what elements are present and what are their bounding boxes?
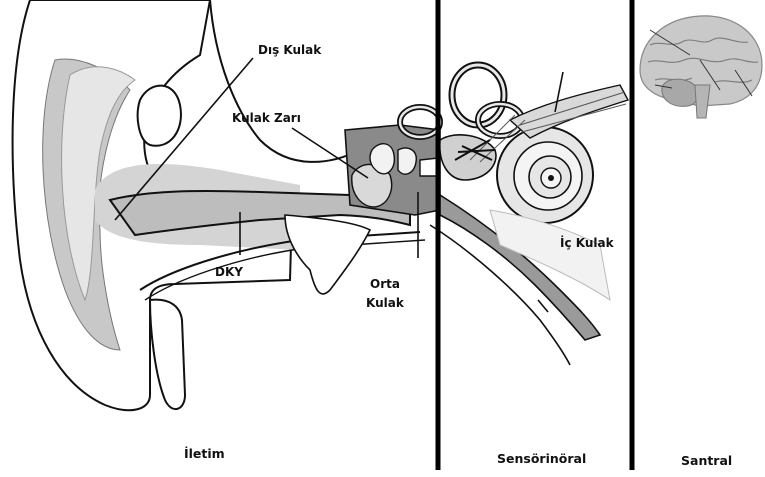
brainstem <box>695 85 710 118</box>
cerebellum <box>662 79 698 106</box>
inner-ear-pointer-line <box>538 300 548 312</box>
section-label-conductive: İletim <box>184 446 225 461</box>
ossicle-incus <box>398 148 416 174</box>
label-eardrum: Kulak Zarı <box>232 111 301 125</box>
label-outer-ear: Dış Kulak <box>258 43 322 57</box>
ossicle-stapes <box>420 158 438 176</box>
section-label-sensorineural: Sensörinöral <box>497 451 586 466</box>
tragus <box>138 86 181 146</box>
label-inner-ear: İç Kulak <box>560 235 615 250</box>
mastoid-bulge <box>285 215 370 294</box>
earlobe <box>150 300 185 409</box>
label-middle-ear-line2: Kulak <box>366 296 405 310</box>
cochlea <box>497 127 593 223</box>
brain-illustration <box>640 16 762 118</box>
section-label-central: Santral <box>681 453 732 468</box>
label-middle-ear-line1: Orta <box>370 277 400 291</box>
label-ear-canal: DKY <box>215 265 243 279</box>
